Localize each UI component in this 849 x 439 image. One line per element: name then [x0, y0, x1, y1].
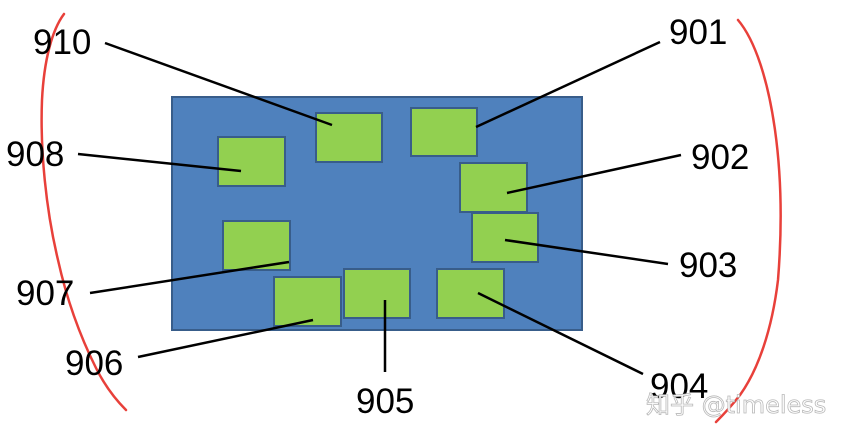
pad-904 [436, 268, 505, 319]
pad-903 [471, 212, 539, 263]
label-902: 902 [691, 138, 749, 177]
leader-907 [89, 260, 290, 295]
label-907: 907 [16, 274, 74, 313]
leader-904 [477, 291, 644, 376]
pad-906 [273, 276, 342, 327]
pad-902 [459, 162, 528, 213]
pad-910 [315, 112, 383, 163]
leader-906 [137, 318, 314, 359]
pad-907 [222, 220, 291, 271]
right-red-bracket [714, 18, 782, 424]
label-906: 906 [65, 344, 123, 383]
watermark-text: 知乎 @timeless [646, 391, 826, 419]
pad-908 [217, 136, 286, 187]
label-903: 903 [679, 246, 737, 285]
label-905: 905 [356, 382, 414, 421]
label-908: 908 [6, 135, 64, 174]
left-red-bracket [40, 12, 128, 412]
leader-901 [475, 40, 661, 129]
label-904: 904 [650, 367, 708, 406]
leader-902 [506, 153, 682, 195]
leader-908 [77, 152, 242, 173]
label-910: 910 [33, 23, 91, 62]
leader-910 [104, 41, 333, 127]
pad-901 [410, 107, 478, 157]
pad-905 [343, 268, 411, 319]
label-901: 901 [669, 13, 727, 52]
leader-903 [504, 238, 669, 266]
